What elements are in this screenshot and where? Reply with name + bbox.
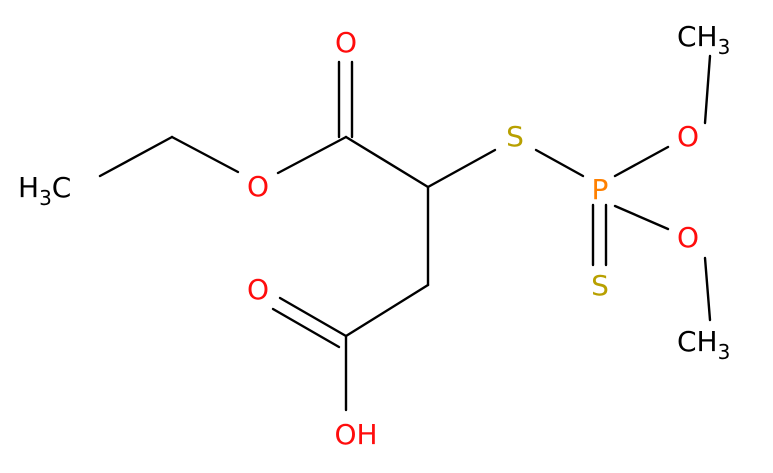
bond-ester-o-carbonyl-c (276, 135, 348, 175)
methyl-top-label: CH3 (677, 20, 730, 59)
thioether-sulfur-label: S (506, 120, 524, 153)
carbonyl-oxygen-top-label: O (335, 26, 357, 59)
bonds (98, 54, 712, 412)
bond-ch-s (426, 148, 497, 189)
bond-p-o-bottom (613, 204, 670, 231)
bond-ch2-ester-o (170, 135, 240, 174)
bond-carbonyl-c-ch (344, 135, 430, 189)
bond-s-p (534, 148, 585, 178)
bond-o-top-ch3 (703, 54, 712, 125)
methoxy-oxygen-top-label: O (677, 120, 699, 153)
bond-o-bottom-ch3 (703, 256, 712, 322)
bond-ch3-ch2 (98, 135, 174, 178)
bond-ch2-acid-c (344, 283, 430, 338)
hydroxyl-label: OH (334, 418, 377, 451)
bond-acid-c-o-double-a (278, 296, 348, 338)
bond-acid-c-o-double-b (271, 307, 341, 349)
ester-oxygen-label: O (247, 170, 269, 203)
ethyl-methyl-label: H3C (18, 171, 71, 210)
phosphorus-label: P (592, 173, 609, 206)
atom-labels: H3C O O S P S O O CH3 CH3 O OH (18, 20, 730, 451)
methyl-bottom-label: CH3 (677, 325, 730, 364)
acid-carbonyl-oxygen-label: O (247, 273, 269, 306)
thiono-sulfur-label: S (591, 269, 609, 302)
bond-p-o-top (613, 145, 670, 178)
methoxy-oxygen-bottom-label: O (677, 221, 699, 254)
